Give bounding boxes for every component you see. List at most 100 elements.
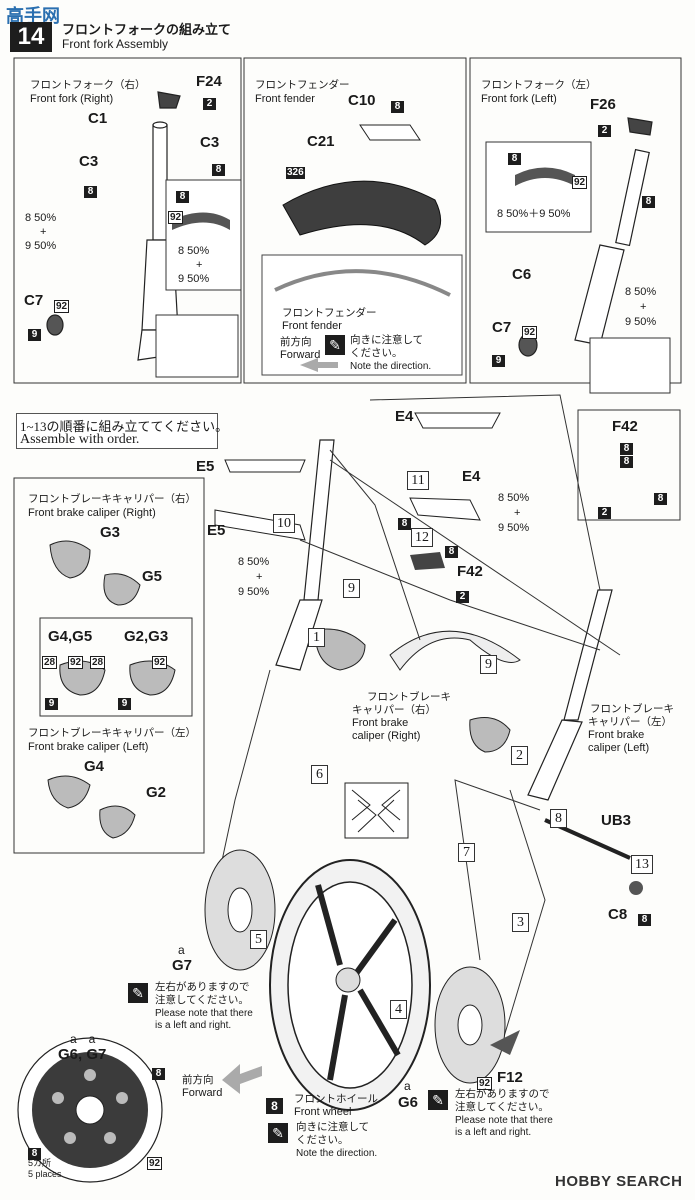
caliper-panel-drawings (47, 540, 176, 839)
paint-badge-92: 92 (522, 326, 538, 339)
fork-right-inset2 (155, 314, 239, 378)
caliper-left-title-jp: フロントブレーキキャリパー（左） (28, 727, 196, 739)
fender-inset-title-jp: フロントフェンダー (282, 307, 377, 319)
paint-badge-9: 9 (45, 693, 58, 711)
step-3: 3 (512, 913, 529, 932)
part-c10: C10 (348, 92, 376, 109)
part-g6-g7: G6, G7 (58, 1046, 107, 1063)
bridge-mix-b: 9 50% (498, 522, 530, 534)
wheel-hub (335, 967, 361, 993)
forward-en: Forward (182, 1087, 223, 1099)
fender-drawing (282, 180, 442, 246)
part-g6: G6 (398, 1094, 419, 1111)
paint-badge-8: 8 (620, 451, 633, 469)
paint-badge-8: 8 (176, 186, 189, 204)
part-g4-g5: G4,G5 (48, 628, 93, 645)
step-9a: 9 (343, 579, 360, 598)
step-11: 11 (407, 471, 429, 490)
part-f24: F24 (196, 73, 222, 90)
paint-badge-8: 8 (445, 541, 458, 559)
logo-watermark: 高手网 (6, 6, 60, 26)
paint-badge-9: 9 (28, 324, 41, 342)
paint-badge-8: 8 (84, 181, 97, 199)
part-c8: C8 (608, 906, 628, 923)
part-f12: F12 (497, 1069, 523, 1086)
part-ub3: UB3 (601, 812, 632, 829)
fender-inset-title-en: Front fender (282, 320, 342, 332)
dir-note-en: Note the direction. (296, 1148, 378, 1159)
bridge2-mix-a: 8 50% (238, 556, 270, 568)
part-g4: G4 (84, 758, 105, 775)
step-12: 12 (411, 528, 433, 547)
paint-badge-92: 92 (477, 1077, 493, 1090)
lr2-note-en-1: Please note that there (455, 1115, 553, 1126)
fork-left-title-en: Front fork (Left) (481, 93, 557, 105)
fork-right-title-en: Front fork (Right) (30, 93, 114, 105)
paint-badge-92: 92 (68, 656, 84, 669)
part-c1: C1 (88, 110, 108, 127)
caliper-right-title-en: Front brake caliper (Right) (28, 507, 156, 519)
lr-note-en-1: Please note that there (155, 1008, 253, 1019)
c8-nut (629, 881, 643, 895)
part-g3: G3 (100, 524, 121, 541)
step-5: 5 (250, 930, 267, 949)
fork-left-drawing (518, 117, 653, 357)
paint-badge-8: 8 (212, 159, 225, 177)
paint-badge-8: 8 (398, 513, 411, 531)
note-icon: ✎ (325, 335, 345, 355)
paint-badge-28: 28 (90, 656, 106, 669)
g7-a: a (178, 943, 185, 957)
fender-forward-jp: 前方向 (280, 336, 312, 348)
caliper-r-label-en-2: caliper (Right) (352, 730, 421, 742)
panel-f42-frame (577, 409, 681, 521)
paint-badge-8: 8 (152, 1063, 165, 1081)
step-2: 2 (511, 746, 528, 765)
part-c7-right: C7 (24, 292, 44, 309)
step-9b: 9 (480, 655, 497, 674)
part-c3-left: C3 (79, 153, 99, 170)
fork-left-inset2 (589, 337, 671, 394)
part-g2-g3: G2,G3 (124, 628, 169, 645)
fork-right-mix-plus: + (40, 226, 47, 238)
fork-right-inset-mix-b: 9 50% (178, 273, 210, 285)
part-g5: G5 (142, 568, 163, 585)
fender-note-jp-2: ください。 (350, 347, 403, 359)
paint-badge-92: 92 (168, 211, 184, 224)
g6g7-a: a a (70, 1032, 96, 1046)
fender-note-jp-1: 向きに注意して (350, 334, 424, 346)
caliper-l-label-jp-2: キャリパー（左） (588, 716, 672, 728)
five-places-en: 5 places (28, 1169, 62, 1179)
forward-arrow-bottom (222, 1064, 262, 1094)
paint-badge-28: 28 (42, 656, 58, 669)
part-e5: E5 (207, 522, 226, 539)
guide-line-6 (454, 779, 541, 961)
order-note-en: Assemble with order. (20, 432, 140, 447)
panel-caliper-frame (13, 477, 205, 854)
caliper-left-title-en: Front brake caliper (Left) (28, 741, 149, 753)
lr2-note-jp-2: 注意してください。 (455, 1101, 549, 1113)
guide-line-4 (369, 394, 601, 591)
panel-fender-frame (243, 57, 467, 384)
part-e4: E4 (462, 468, 481, 485)
wheel-jp: フロントホイール (294, 1093, 378, 1105)
step-4: 4 (390, 1000, 407, 1019)
paint-badge-326: 326 (286, 167, 305, 179)
paint-badge-2: 2 (456, 586, 469, 604)
step-8: 8 (550, 809, 567, 828)
step-6: 6 (311, 765, 328, 784)
lr-note-jp-2: 注意してください。 (155, 994, 249, 1006)
lr2-note-jp-1: 左右がありますので (455, 1088, 550, 1100)
bridge2-mix-b: 9 50% (238, 586, 270, 598)
part-e4-top: E4 (395, 408, 414, 425)
caliper-r-label-jp-2: キャリパー（右） (352, 704, 436, 716)
fork-right-inset-band (172, 212, 230, 230)
fender-forward-en: Forward (280, 349, 321, 361)
title-en: Front fork Assembly (62, 37, 169, 51)
order-note-jp: 1~13の順番に組み立ててください。 (20, 419, 229, 434)
paint-badge-8: 8 (620, 438, 633, 456)
part-c21: C21 (307, 133, 335, 150)
fork-right-mix-b: 9 50% (25, 240, 57, 252)
bridge-mix-plus: + (514, 507, 521, 519)
part-c6: C6 (512, 266, 532, 283)
fender-inset (261, 254, 463, 376)
